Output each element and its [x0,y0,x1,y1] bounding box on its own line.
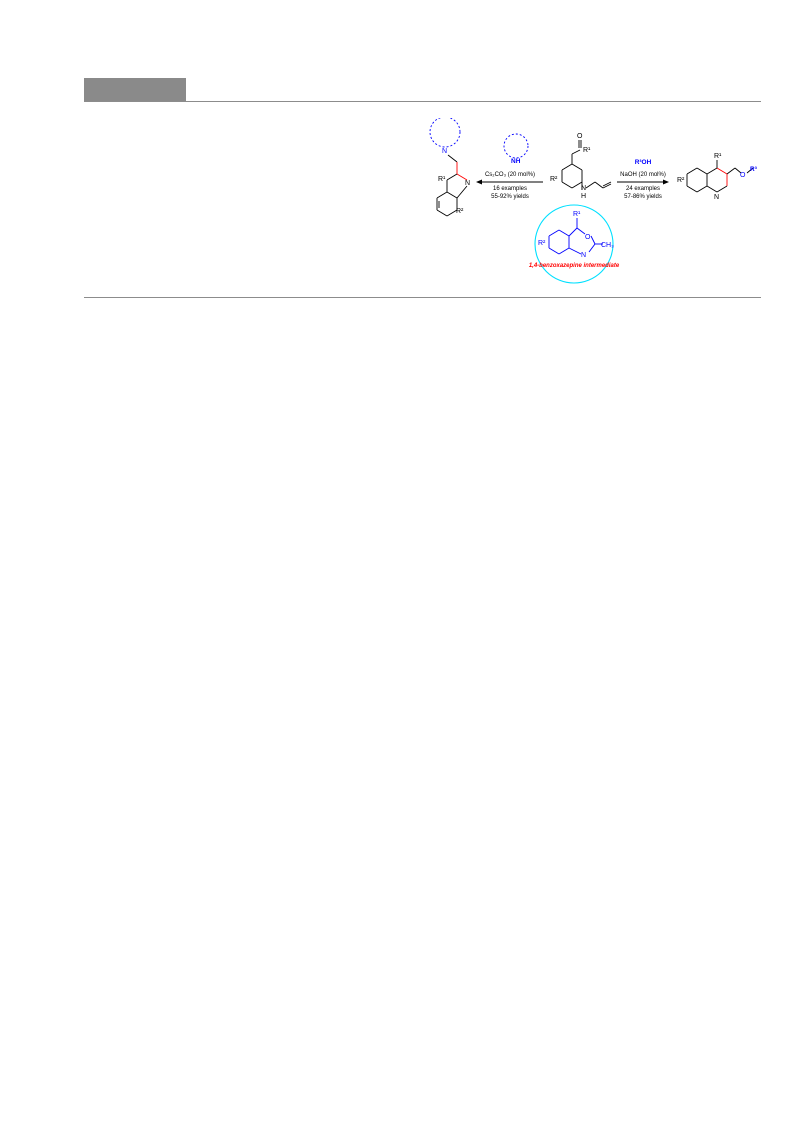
bottom-rule [84,297,761,298]
intermediate-ch3-label: CH₃ [601,242,614,249]
amine-ring-dotted [429,118,461,148]
reaction-scheme: N N R¹ R² NH Cs₂CO₃ (20 mol%) 16 example… [429,118,758,284]
nh-n-label: N [581,185,586,192]
left-product-structure [429,118,468,217]
left-r2-label: R² [456,208,464,215]
amine-reagent-label: NH [511,158,521,165]
right-yields-text: 57-86% yields [624,194,662,200]
quinoline-n-label: N [465,180,470,187]
left-reagent-text: Cs₂CO₃ (20 mol%) [485,172,535,178]
left-examples-text: 16 examples [493,186,527,192]
left-yields-text: 55-92% yields [491,194,529,200]
right-product-structure [686,160,754,193]
right-n-label: N [714,194,719,201]
section-tag [84,78,186,101]
intermediate-structure [548,218,603,255]
nucleophile-label: R³OH [635,159,652,166]
amine-reagent-ring [503,133,529,159]
intermediate-o-label: O [585,234,591,241]
right-reaction-arrow [617,179,669,185]
ether-o-label: O [740,172,746,179]
right-examples-text: 24 examples [626,186,660,192]
center-r1-label: R¹ [583,147,591,154]
right-r3-label: R³ [750,166,758,173]
right-reagent-text: NaOH (20 mol%) [620,172,666,178]
center-r2-label: R² [550,176,558,183]
intermediate-n-label: N [581,252,586,259]
nh-h-label: H [581,193,586,200]
starting-material-structure [561,140,612,190]
amine-n-label: N [442,148,447,155]
top-rule [84,101,761,102]
intermediate-label: 1,4-benzoxazepine intermediate [529,263,620,269]
intermediate-r1-label: R¹ [573,211,581,218]
intermediate-highlight-circle [534,204,614,284]
left-r1-label: R¹ [438,176,446,183]
left-reaction-arrow [476,179,543,185]
intermediate-r2-label: R² [538,240,546,247]
right-r1-label: R¹ [714,153,722,160]
right-r2-label: R² [677,177,685,184]
ketone-o-label: O [577,133,583,140]
